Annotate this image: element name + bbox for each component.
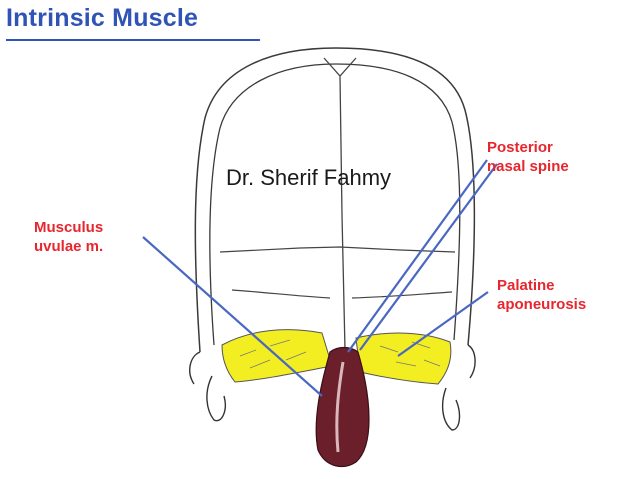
slide-title: Intrinsic Muscle bbox=[6, 4, 199, 32]
transverse-line-lower bbox=[231, 289, 453, 299]
musculus-uvulae bbox=[315, 346, 370, 468]
pointer-lines bbox=[142, 159, 498, 397]
right-lateral-process bbox=[441, 344, 476, 431]
uvula-midline-light bbox=[335, 361, 345, 453]
pointer-posterior-nasal-spine bbox=[347, 159, 488, 353]
skull-inner-outline bbox=[209, 63, 461, 346]
muscle-hatching bbox=[239, 339, 441, 369]
pointer-posterior-nasal-spine-2 bbox=[359, 163, 498, 351]
midline-suture bbox=[323, 57, 357, 351]
pointer-palatine-aponeurosis bbox=[397, 291, 489, 357]
transverse-line-upper bbox=[219, 246, 456, 253]
left-lateral-process bbox=[189, 351, 226, 422]
label-posterior-nasal-spine: Posterior nasal spine bbox=[487, 139, 569, 175]
author-credit: Dr. Sherif Fahmy bbox=[226, 165, 392, 190]
label-musculus-uvulae: Musculus uvulae m. bbox=[34, 219, 104, 255]
label-palatine-aponeurosis: Palatine aponeurosis bbox=[497, 277, 587, 313]
title-underline bbox=[6, 39, 260, 41]
pointer-musculus-uvulae bbox=[142, 236, 323, 397]
palatine-aponeurosis-right bbox=[355, 332, 452, 385]
skull-outline bbox=[194, 47, 476, 353]
